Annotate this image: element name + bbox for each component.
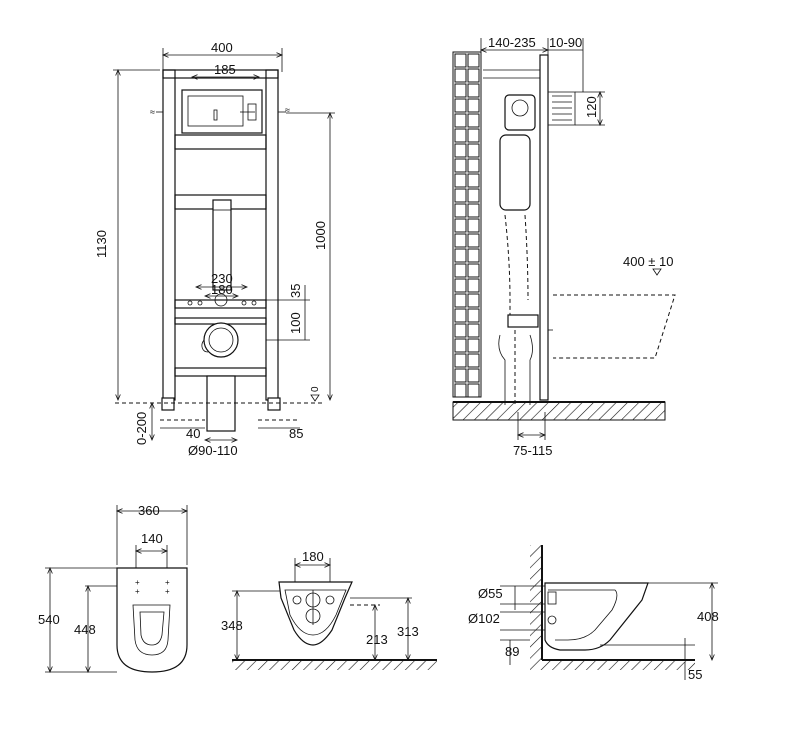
offset-100-label: 100 <box>288 312 303 334</box>
bottom-offset-label: 75-115 <box>513 443 553 458</box>
bowl-spacing-label: 180 <box>302 549 324 564</box>
wall-tile <box>454 308 467 323</box>
diameter-102-label: Ø102 <box>468 611 500 626</box>
height-213-label: 213 <box>366 632 388 647</box>
wall-tile <box>467 128 480 143</box>
wall-tile <box>467 308 480 323</box>
wall-tile <box>454 188 467 203</box>
wall-tile <box>454 68 467 83</box>
wall-thickness-label: 10-90 <box>549 35 582 50</box>
bowl-front-view: 180 348 213 313 <box>221 549 437 670</box>
drain-diameter-label: Ø90-110 <box>188 443 238 458</box>
svg-text:+: + <box>165 587 170 596</box>
wall-tile <box>467 188 480 203</box>
bowl-top-view: 360 140 + + + + 540 448 <box>38 503 187 672</box>
wall-tile <box>467 278 480 293</box>
wall-tile <box>454 218 467 233</box>
svg-text:≈: ≈ <box>150 107 155 117</box>
wall-tile <box>467 233 480 248</box>
svg-text:+: + <box>135 587 140 596</box>
wall-tile <box>454 248 467 263</box>
leg-40-label: 40 <box>186 426 200 441</box>
wall-tile <box>467 323 480 338</box>
wall-tile <box>454 98 467 113</box>
depth-label: 140-235 <box>488 35 536 50</box>
height-313-label: 313 <box>397 624 419 639</box>
wall-tile <box>454 143 467 158</box>
wall-tile <box>454 113 467 128</box>
wall-tile <box>467 113 480 128</box>
wall-tile <box>467 68 480 83</box>
wall-tile <box>467 173 480 188</box>
leg-adjust-label: 0-200 <box>134 412 149 445</box>
wall-tile <box>454 293 467 308</box>
wall-tile <box>454 173 467 188</box>
wall-tile <box>454 368 467 383</box>
wall-tile <box>454 353 467 368</box>
bowl-height-label: 400 ± 10 <box>623 254 674 269</box>
wall-tile <box>454 323 467 338</box>
wall-tile <box>467 83 480 98</box>
wall-tile <box>467 383 480 398</box>
wall-tile <box>467 53 480 68</box>
wall-tile <box>467 143 480 158</box>
wall-tile <box>454 83 467 98</box>
height-120-label: 120 <box>584 96 599 118</box>
wall-tile <box>454 203 467 218</box>
wall-tile <box>467 293 480 308</box>
bolt-outer-label: 230 <box>211 271 233 286</box>
height-408-label: 408 <box>697 609 719 624</box>
bolt-inner-label: 180 <box>211 282 233 297</box>
wall-tile <box>454 278 467 293</box>
frame-width-label: 400 <box>211 40 233 55</box>
height-55-label: 55 <box>688 667 702 682</box>
wall-tile <box>454 128 467 143</box>
bolt-spacing-label: 140 <box>141 531 163 546</box>
leg-85-label: 85 <box>289 426 303 441</box>
flush-height-label: 1000 <box>313 221 328 250</box>
height-89-label: 89 <box>505 644 519 659</box>
frame-front-view: 400 185 ≈ ≈ <box>94 40 335 458</box>
svg-text:≈: ≈ <box>285 105 290 115</box>
bowl-side-view: Ø55 Ø102 89 408 55 <box>468 545 719 682</box>
wall-tile <box>467 98 480 113</box>
wall-tile <box>467 353 480 368</box>
wall-tile <box>454 263 467 278</box>
wall-tile <box>467 338 480 353</box>
height-348-label: 348 <box>221 618 243 633</box>
bowl-width-label: 360 <box>138 503 160 518</box>
wall-tile <box>467 248 480 263</box>
zero-level-label: 0 <box>310 386 321 392</box>
wall-tile <box>454 383 467 398</box>
wall-tile <box>467 203 480 218</box>
wall-tile <box>454 53 467 68</box>
wall-tile <box>454 338 467 353</box>
offset-35-label: 35 <box>288 284 303 298</box>
wall-tile <box>454 233 467 248</box>
wall-tile <box>467 218 480 233</box>
svg-text:+: + <box>135 578 140 587</box>
wall-tile <box>467 368 480 383</box>
diameter-55-label: Ø55 <box>478 586 503 601</box>
wall-tile <box>454 158 467 173</box>
svg-text:+: + <box>165 578 170 587</box>
frame-height-label: 1130 <box>94 230 109 258</box>
bowl-inner-length-label: 448 <box>74 622 96 637</box>
wall-tile <box>467 263 480 278</box>
wall-tile <box>467 158 480 173</box>
frame-side-view: 140-235 10-90 120 400 ± 10 75-115 <box>452 35 676 458</box>
bowl-length-label: 540 <box>38 612 60 627</box>
